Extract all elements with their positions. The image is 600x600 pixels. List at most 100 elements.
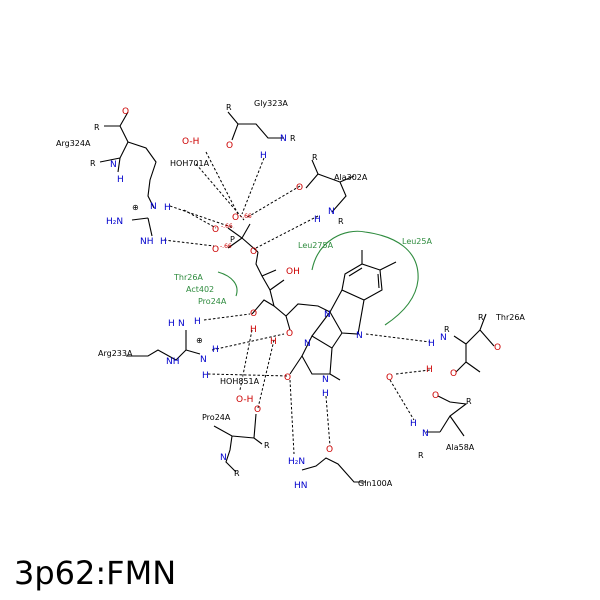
arg324-backbone-h: H — [117, 175, 124, 185]
thr26-hydrophobic-arc — [217, 271, 238, 297]
phosphate-o2: O — [232, 213, 239, 223]
ala302-h: H — [314, 215, 321, 225]
ribityl-h-2: H — [250, 325, 257, 335]
phosphate-o2-charge: -.66 — [240, 213, 252, 220]
thr26-r: R — [478, 313, 484, 322]
hoh701-h: O-H — [182, 137, 199, 147]
arg233-n2: N — [200, 355, 207, 365]
ribityl-o-3: O — [286, 329, 293, 339]
atom-labels: O R R N H N H ⊕ H₂N NH H R O N R H O-H R… — [90, 103, 501, 491]
gln100-o: O — [326, 445, 333, 455]
gln100-h2n: H₂N — [288, 457, 305, 467]
gln100-skeleton — [301, 457, 366, 483]
phosphate-p: P — [230, 235, 235, 244]
flavin-o2: O — [284, 373, 291, 383]
thr26-n: N — [440, 333, 447, 343]
gly323-r2: R — [290, 134, 296, 143]
ribityl-o-2: O — [250, 309, 257, 319]
label-pro24: Pro24A — [202, 413, 231, 422]
flavin-o4: O — [386, 373, 393, 383]
label-thr26: Thr26A — [495, 313, 525, 322]
label-ala58: Ala58A — [446, 443, 475, 452]
phosphate-ester-o: O — [250, 247, 257, 257]
phosphate-o3-charge: -.66 — [220, 243, 232, 250]
arg233-n2-h: H — [212, 345, 219, 355]
label-leu25: Leu25A — [402, 237, 432, 246]
flavin-n1: N — [304, 339, 311, 349]
ala302-skeleton — [305, 159, 355, 213]
ala58-r2: R — [418, 451, 424, 460]
arg233-plus: ⊕ — [196, 336, 203, 345]
ala302-r: R — [312, 153, 318, 162]
label-arg324: Arg324A — [56, 139, 91, 148]
label-gly323: Gly323A — [254, 99, 288, 108]
arg324-carbonyl-o: O — [122, 107, 129, 117]
gly323-o: O — [226, 141, 233, 151]
pro24-n: N — [220, 453, 227, 463]
arg233-nh: N — [178, 319, 185, 329]
thr26-h: H — [428, 339, 435, 349]
ribityl-h-3: H — [270, 337, 277, 347]
arg324-nh-b: NH — [140, 237, 154, 247]
arg324-backbone-n: N — [110, 160, 117, 170]
phosphate-o1-charge: -.66 — [221, 223, 233, 230]
gly323-r: R — [226, 103, 232, 112]
ala58-n: N — [422, 429, 429, 439]
ala302-o: O — [296, 183, 303, 193]
ala58-skeleton — [426, 395, 468, 437]
label-act402: Act402 — [186, 285, 214, 294]
gly323-skeleton — [227, 111, 284, 141]
gln100-nh: HN — [294, 481, 308, 491]
residue-labels: Arg324A Gly323A HOH701A Ala302A Leu275A … — [56, 99, 525, 488]
ribityl-oh-1: OH — [286, 267, 300, 277]
label-ala302: Ala302A — [334, 173, 368, 182]
diagram-title: 3p62:FMN — [14, 554, 176, 592]
pro24-r2: R — [234, 469, 240, 478]
arg324-backbone-r: R — [90, 159, 96, 168]
thr26-og: O — [450, 369, 457, 379]
arg233-skeleton — [126, 330, 201, 361]
pro24-skeleton — [213, 413, 263, 473]
label-hoh701: HOH701A — [170, 159, 210, 168]
pro24-o: O — [254, 405, 261, 415]
label-leu275: Leu275A — [298, 241, 334, 250]
arg324-ne-h: H — [164, 203, 171, 213]
flavin-n10: N — [324, 310, 331, 320]
arg324-plus: ⊕ — [132, 203, 139, 212]
label-gln100: Gln100A — [358, 479, 393, 488]
hoh851-o: O-H — [236, 395, 253, 405]
ala58-h: H — [410, 419, 417, 429]
arg324-r: R — [94, 123, 100, 132]
label-thr26-hydrophobic: Thr26A — [173, 273, 203, 282]
arg233-h2n-h: H — [168, 319, 175, 329]
label-hoh851: HOH851A — [220, 377, 260, 386]
arg233-h: H — [202, 371, 209, 381]
thr26-og-h: H — [426, 365, 433, 375]
arg324-skeleton — [99, 111, 157, 237]
pro24-r: R — [264, 441, 270, 450]
ala302-r2: R — [338, 217, 344, 226]
arg324-nh-b-h: H — [160, 237, 167, 247]
flavin-n3-h: H — [322, 389, 329, 399]
arg324-ne: N — [150, 202, 157, 212]
flavin-n3: N — [322, 375, 329, 385]
ala58-o: O — [432, 391, 439, 401]
arg233-ne: NH — [166, 357, 180, 367]
isoalloxazine-ring — [251, 250, 397, 381]
leu275-hydrophobic-arc — [311, 230, 419, 326]
phosphate-group — [227, 223, 259, 253]
ala302-n: N — [328, 207, 335, 217]
phosphate-o3: O — [212, 245, 219, 255]
label-pro24-hydrophobic: Pro24A — [198, 297, 227, 306]
flavin-n5: N — [356, 331, 363, 341]
gly323-n: N — [280, 134, 287, 144]
phosphate-o1: O — [212, 225, 219, 235]
thr26-o: O — [494, 343, 501, 353]
arg324-nh2-a: H₂N — [106, 217, 123, 227]
thr26-r2: R — [444, 325, 450, 334]
gly323-h: H — [260, 151, 267, 161]
label-arg233: Arg233A — [98, 349, 133, 358]
ala58-r: R — [466, 397, 472, 406]
